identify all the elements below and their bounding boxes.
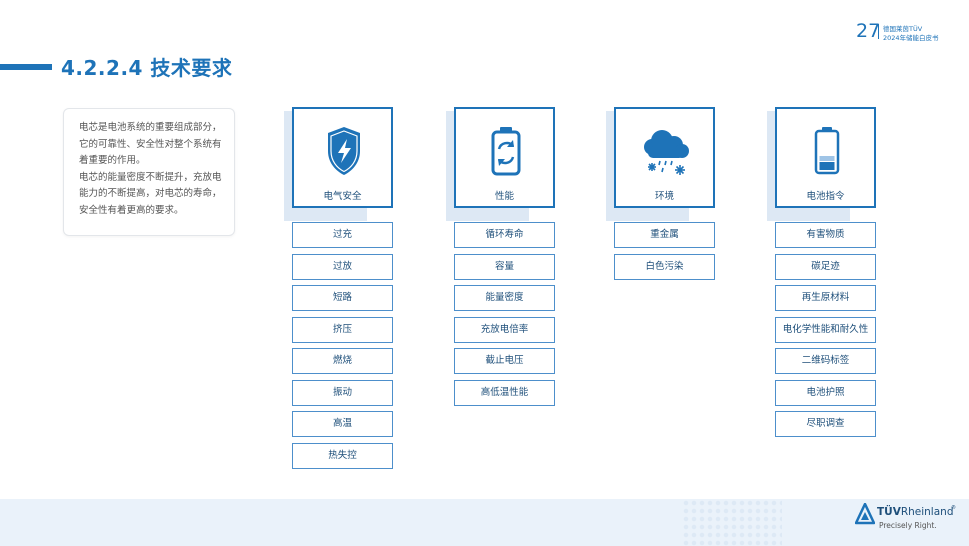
list-item: 重金属 (614, 222, 715, 248)
list-item: 白色污染 (614, 253, 715, 280)
category-card[interactable]: 电气安全 (292, 107, 393, 208)
footer-pattern (682, 499, 782, 546)
cloud-snow-icon (644, 130, 689, 175)
title-accent-bar (0, 64, 52, 70)
list-item: 高温 (292, 411, 393, 437)
header-divider (878, 24, 879, 39)
category-label: 电池指令 (806, 191, 845, 202)
list-item: 挤压 (292, 316, 393, 343)
list-item: 振动 (292, 379, 393, 406)
list-item: 过放 (292, 253, 393, 280)
intro-paragraph-1: 电芯是电池系统的重要组成部分，它的可靠性、安全性对整个系统有着重要的作用。 (79, 122, 222, 167)
battery-cycle-icon (491, 127, 521, 176)
list-item: 尽职调查 (775, 411, 876, 437)
brand-suffix: Rheinland (900, 506, 954, 518)
list-item: 容量 (454, 253, 555, 280)
category-card[interactable]: 性能 (454, 107, 555, 208)
list-item: 截止电压 (454, 348, 555, 374)
category-label: 性能 (494, 191, 514, 202)
list-item: 充放电倍率 (454, 316, 555, 343)
intro-paragraph-2: 电芯的能量密度不断提升，充放电能力的不断提高，对电芯的寿命，安全性有着更高的要求… (79, 171, 222, 216)
brand-prefix: TÜV (877, 506, 901, 518)
category-card[interactable]: 电池指令 (775, 107, 876, 208)
list-item: 过充 (292, 222, 393, 248)
header-publisher: 德国莱茵TÜV (883, 25, 923, 33)
list-item: 短路 (292, 285, 393, 311)
page-number: 27 (856, 20, 881, 42)
tuv-logo-icon (855, 503, 875, 525)
brand-slogan: Precisely Right. (879, 521, 937, 530)
list-item: 电化学性能和耐久性 (775, 316, 876, 343)
list-item: 高低温性能 (454, 379, 555, 406)
list-item: 循环寿命 (454, 222, 555, 248)
list-item: 燃烧 (292, 348, 393, 374)
brand-name: TÜVRheinland (877, 506, 953, 518)
list-item: 二维码标签 (775, 348, 876, 374)
category-label: 环境 (654, 191, 674, 202)
list-item: 热失控 (292, 442, 393, 469)
list-item: 碳足迹 (775, 253, 876, 280)
list-item: 电池护照 (775, 379, 876, 406)
shield-lightning-icon (328, 127, 360, 175)
header-report: 2024年储能白皮书 (883, 34, 939, 42)
list-item: 再生原材料 (775, 285, 876, 311)
category-label: 电气安全 (323, 191, 362, 202)
category-card[interactable]: 环境 (614, 107, 715, 208)
registered-mark: ® (951, 505, 956, 511)
section-title: 4.2.2.4 技术要求 (61, 56, 233, 80)
battery-level-icon (814, 127, 840, 175)
list-item: 有害物质 (775, 222, 876, 248)
list-item: 能量密度 (454, 285, 555, 311)
footer-band (0, 499, 969, 546)
intro-box: 电芯是电池系统的重要组成部分，它的可靠性、安全性对整个系统有着重要的作用。 电芯… (63, 108, 235, 236)
